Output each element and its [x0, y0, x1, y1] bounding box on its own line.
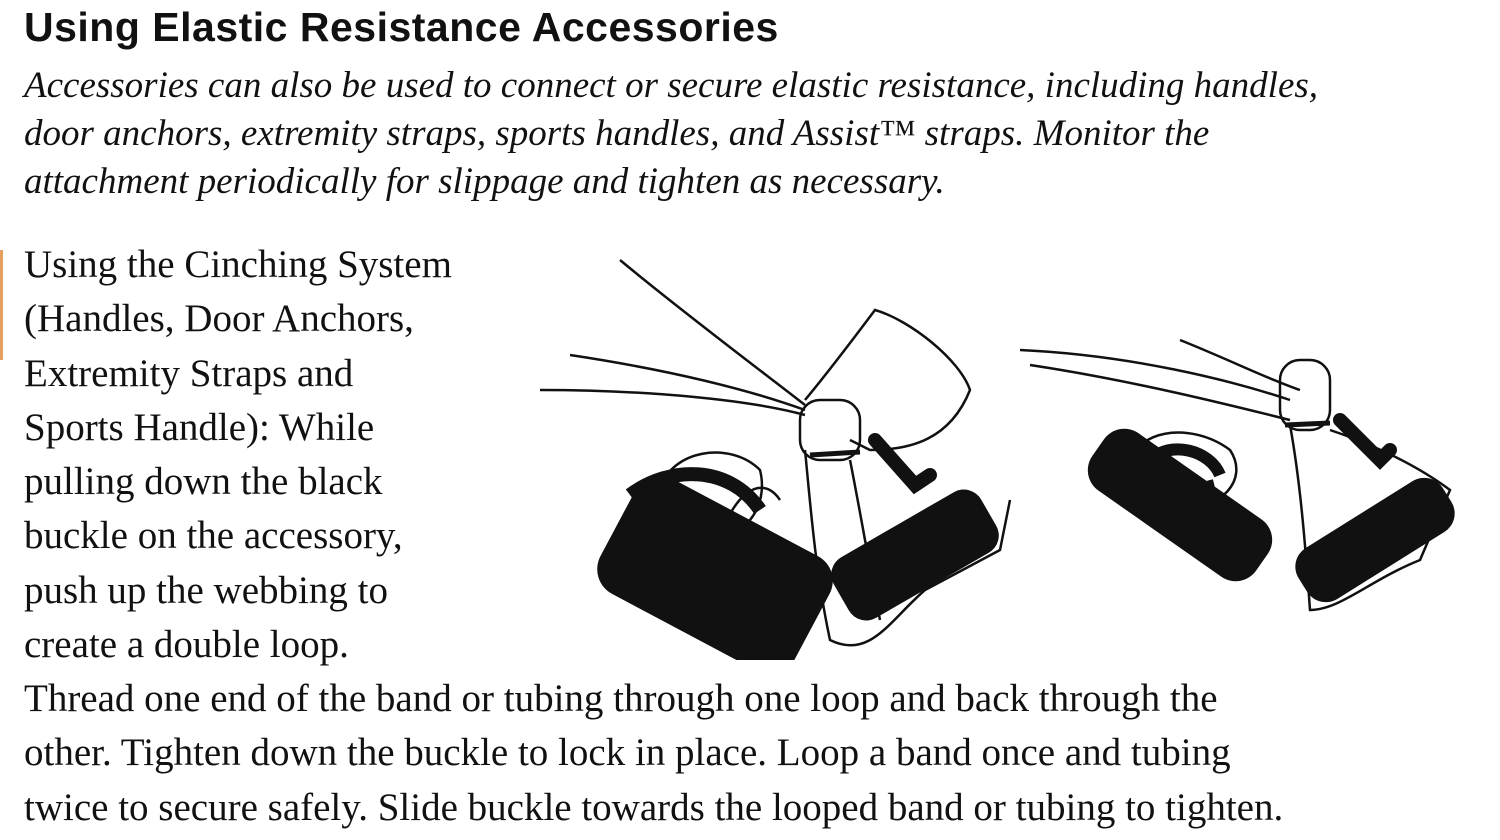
- instruction-line: Using the Cinching System: [24, 243, 452, 286]
- instruction-line: create a double loop.: [24, 623, 349, 667]
- handle-illustration-left: [539, 259, 1012, 660]
- intro-paragraph: Accessories can also be used to connect …: [24, 62, 1464, 206]
- instruction-line: Sports Handle): While: [24, 405, 375, 449]
- instruction-column: Using the Cinching System (Handles, Door…: [24, 238, 452, 672]
- intro-line: Accessories can also be used to connect …: [24, 65, 1319, 106]
- intro-line: door anchors, extremity straps, sports h…: [24, 113, 1210, 154]
- section-heading: Using Elastic Resistance Accessories: [24, 4, 779, 50]
- closing-line: Thread one end of the band or tubing thr…: [24, 677, 1218, 720]
- edge-mark: [0, 250, 3, 360]
- intro-line: attachment periodically for slippage and…: [24, 161, 945, 202]
- instruction-line: push up the webbing to: [24, 568, 388, 612]
- instruction-line: pulling down the black: [24, 460, 383, 504]
- closing-line: other. Tighten down the buckle to lock i…: [24, 731, 1231, 775]
- closing-line: twice to secure safely. Slide buckle tow…: [24, 785, 1284, 829]
- instruction-line: buckle on the accessory,: [24, 514, 403, 558]
- handle-illustration-right: [1019, 338, 1455, 612]
- cinching-illustration: [539, 259, 1455, 660]
- instruction-line: (Handles, Door Anchors,: [24, 297, 414, 341]
- closing-paragraph: Thread one end of the band or tubing thr…: [24, 672, 1283, 835]
- instruction-line: Extremity Straps and: [24, 351, 354, 395]
